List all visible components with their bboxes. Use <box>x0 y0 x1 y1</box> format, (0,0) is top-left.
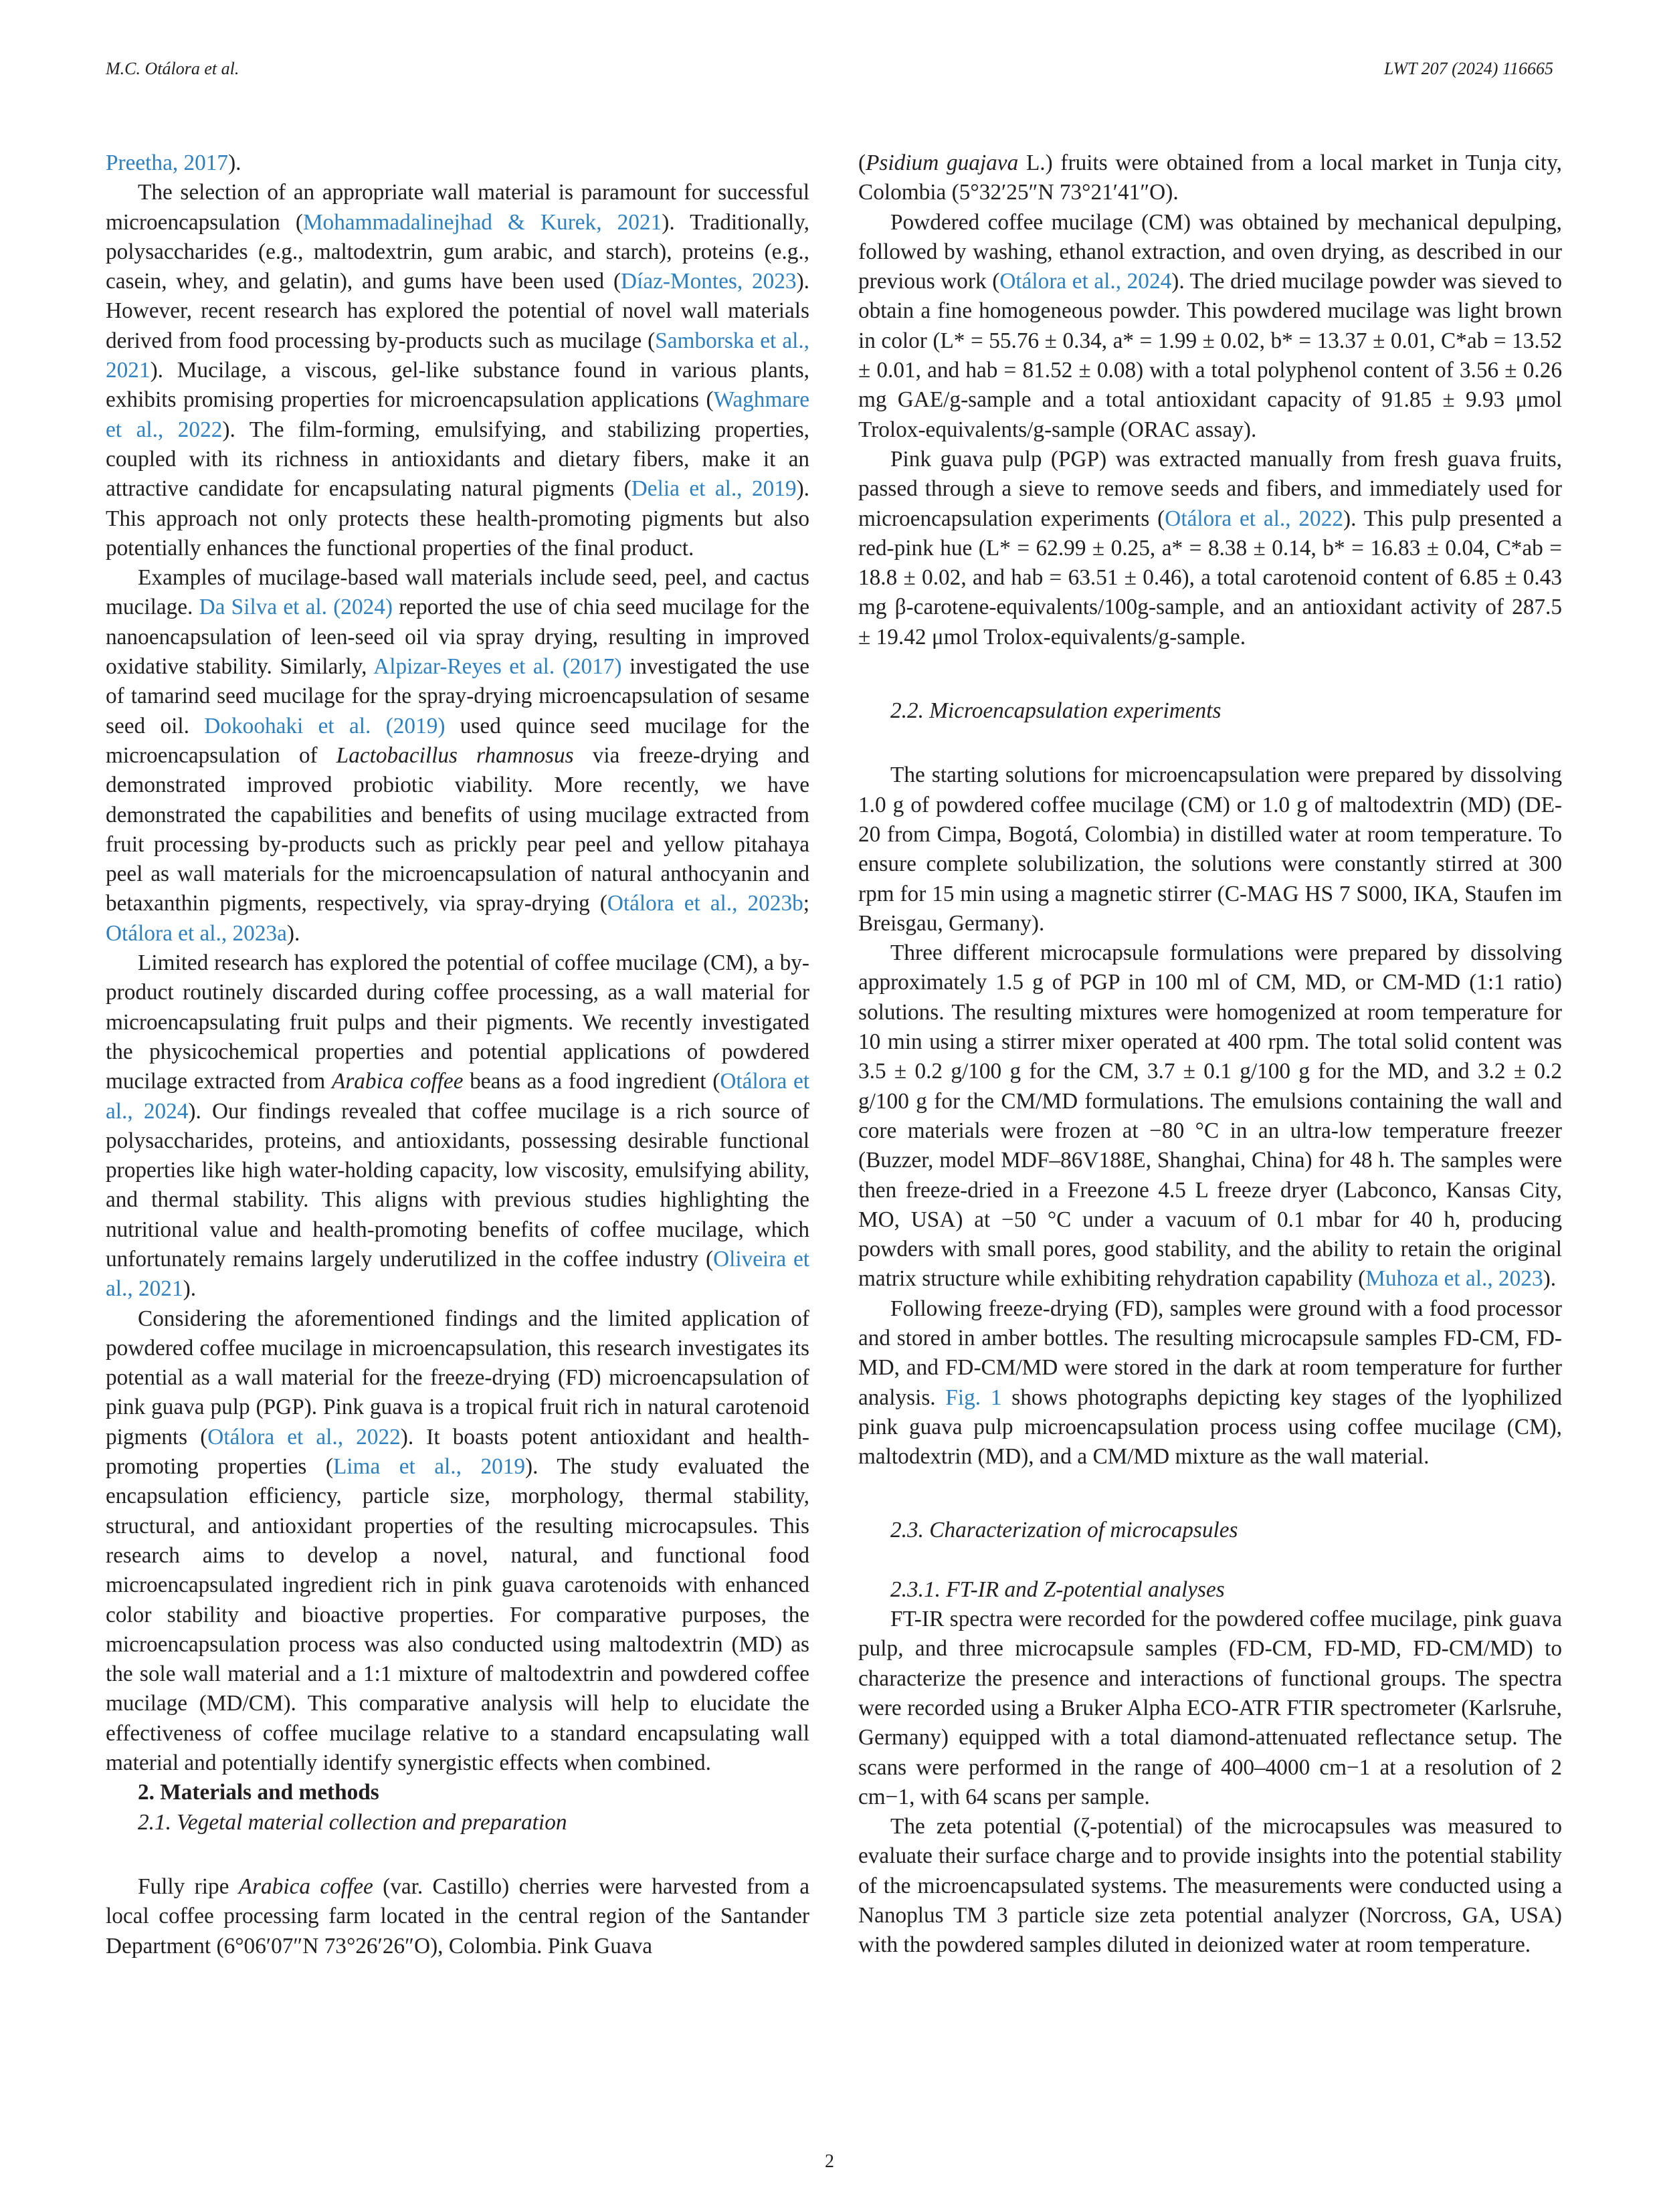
text: ). <box>1543 1266 1557 1292</box>
paragraph: FT-IR spectra were recorded for the powd… <box>858 1607 1562 1809</box>
citation-link[interactable]: Otálora et al., 2022 <box>207 1424 401 1449</box>
running-head: M.C. Otálora et al. LWT 207 (2024) 11666… <box>106 59 1553 86</box>
citation-link[interactable]: Delia et al., 2019 <box>631 476 797 502</box>
paragraph: Pink guava pulp (PGP) was extracted manu… <box>858 445 1562 652</box>
text: Following freeze-drying (FD), samples we… <box>858 1296 1562 1410</box>
subsection-heading: 2.2. Microencapsulation experiments <box>890 698 1222 724</box>
text: ; <box>803 891 810 916</box>
citation-link[interactable]: Da Silva et al. (2024) <box>199 595 393 620</box>
text: ). It boasts potent antioxidant and heal… <box>106 1424 809 1480</box>
text: Three different microcapsule formulation… <box>858 940 1562 1292</box>
text: Considering the aforementioned findings … <box>106 1306 809 1449</box>
text: ). However, recent research has explored… <box>106 269 810 353</box>
citation-link[interactable]: Otálora et al., 2022 <box>1165 506 1344 531</box>
header-journal: LWT 207 (2024) 116665 <box>1383 59 1553 78</box>
text: Fully ripe <box>138 1874 239 1899</box>
section-heading: 2. Materials and methods <box>138 1780 379 1805</box>
text: Examples of mucilage-based wall material… <box>106 565 809 620</box>
citation-link[interactable]: Lima et al., 2019 <box>332 1454 526 1480</box>
paragraph: Considering the aforementioned findings … <box>106 1304 809 1779</box>
text: ). Our findings revealed that coffee muc… <box>106 1098 809 1272</box>
header-authors: M.C. Otálora et al. <box>106 59 239 78</box>
text: ). The film-forming, emulsifying, and st… <box>106 417 809 502</box>
citation-link[interactable]: Otálora et al., 2024 <box>999 269 1172 294</box>
citation-link[interactable]: Díaz-Montes, 2023 <box>621 269 797 294</box>
subsection-heading: 2.3. Characterization of microcapsules <box>890 1518 1238 1543</box>
text: Powdered coffee mucilage (CM) was obtain… <box>858 209 1562 294</box>
citation-link[interactable]: Waghmare et al., 2022 <box>106 387 809 442</box>
citation-link[interactable]: Oliveira et al., 2021 <box>106 1246 809 1302</box>
paragraph: The selection of an appropriate wall mat… <box>106 178 809 563</box>
text: ). <box>286 920 300 946</box>
text: ). Mucilage, a viscous, gel-like substan… <box>106 358 809 413</box>
paragraph-continuation: (Psidium guajava L.) fruits were obtaine… <box>858 148 1562 208</box>
figure-link[interactable]: Fig. 1 <box>945 1385 1002 1410</box>
text: ). <box>228 150 241 175</box>
text: ). The dried mucilage powder was sieved … <box>858 269 1562 442</box>
text: (var. Castillo) cherries were harvested … <box>106 1874 809 1958</box>
paragraph: Following freeze-drying (FD), samples we… <box>858 1294 1562 1472</box>
citation-link[interactable]: Samborska et al., 2021 <box>106 328 809 383</box>
text: investigated the use of tamarind seed mu… <box>106 654 809 738</box>
paragraph: Limited research has explored the potent… <box>106 948 809 1304</box>
text: via freeze-drying and demonstrated impro… <box>106 742 809 916</box>
text: ). <box>183 1276 197 1302</box>
citation-link[interactable]: Alpizar-Reyes et al. (2017) <box>373 654 622 680</box>
paragraph: Examples of mucilage-based wall material… <box>106 563 809 948</box>
citation-link[interactable]: Dokoohaki et al. (2019) <box>204 713 446 738</box>
citation-link[interactable]: Otálora et al., 2023a <box>106 920 287 946</box>
citation-link[interactable]: Otálora et al., 2023b <box>607 891 803 916</box>
paragraph: Fully ripe Arabica coffee (var. Castillo… <box>106 1872 809 1961</box>
paragraph-continuation: Preetha, 2017). <box>106 148 809 178</box>
text: Limited research has explored the potent… <box>106 950 809 1094</box>
page-number: 2 <box>825 2151 834 2172</box>
text: used quince seed mucilage for the microe… <box>106 713 809 768</box>
species-name: Psidium guajava <box>866 150 1019 175</box>
species-name: Arabica coffee <box>238 1874 373 1899</box>
subsubsection-heading: 2.3.1. FT-IR and Z-potential analyses <box>890 1577 1225 1602</box>
text: The selection of an appropriate wall mat… <box>106 180 809 235</box>
text: ). The study evaluated the encapsulation… <box>106 1454 810 1776</box>
text: ( <box>858 150 866 175</box>
species-name: Lactobacillus rhamnosus <box>336 742 574 768</box>
text: ). This pulp presented a red-pink hue (L… <box>858 506 1563 649</box>
citation-link[interactable]: Muhoza et al., 2023 <box>1365 1266 1543 1292</box>
paragraph: The zeta potential (ζ-potential) of the … <box>858 1814 1562 1958</box>
text: L.) fruits were obtained from a local ma… <box>858 150 1562 205</box>
species-name: Arabica coffee <box>331 1069 464 1094</box>
left-column: Preetha, 2017). The selection of an appr… <box>106 148 809 1961</box>
paragraph: Three different microcapsule formulation… <box>858 938 1562 1294</box>
citation-link[interactable]: Mohammadalinejhad & Kurek, 2021 <box>302 209 662 235</box>
text: Pink guava pulp (PGP) was extracted manu… <box>858 446 1562 531</box>
right-column: (Psidium guajava L.) fruits were obtaine… <box>858 148 1562 1960</box>
text: beans as a food ingredient ( <box>463 1069 720 1094</box>
text: ). This approach not only protects these… <box>106 476 809 561</box>
citation-link[interactable]: Otálora et al., 2024 <box>106 1069 809 1124</box>
paragraph: Powdered coffee mucilage (CM) was obtain… <box>858 208 1562 445</box>
subsection-heading: 2.1. Vegetal material collection and pre… <box>138 1809 567 1835</box>
citation-link[interactable]: Preetha, 2017 <box>106 150 229 175</box>
text: reported the use of chia seed mucilage f… <box>106 595 809 680</box>
paragraph: The starting solutions for microencapsul… <box>858 763 1562 936</box>
text: shows photographs depicting key stages o… <box>858 1385 1563 1470</box>
text: ). Traditionally, polysaccharides (e.g.,… <box>106 209 809 294</box>
